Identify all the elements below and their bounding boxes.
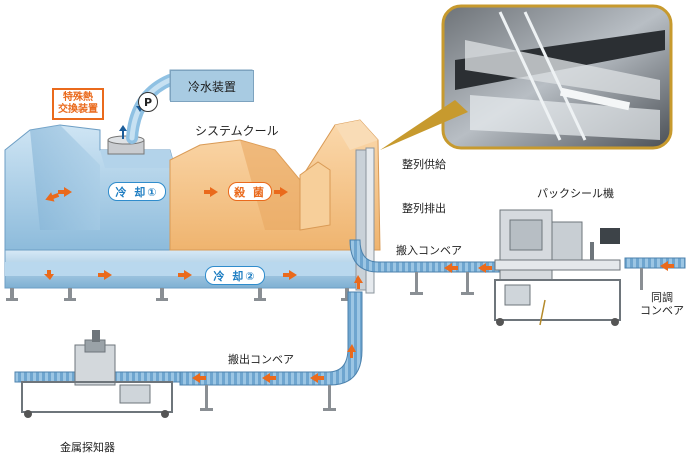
pump-icon: P — [138, 92, 158, 112]
photo-pointer — [380, 100, 468, 150]
metal-detector-label: 金属探知器 — [60, 441, 115, 454]
special-heat-exchanger-label: 特殊熱 交換装置 — [52, 88, 104, 120]
photo-inset — [441, 4, 673, 150]
chiller-label: 冷水装置 — [170, 70, 254, 102]
pack-seal-machine-drawing — [494, 209, 686, 326]
outfeed-conveyor-label: 搬出コンベア — [228, 353, 294, 366]
pack-seal-label: パックシール機 — [537, 187, 614, 200]
align-discharge-label: 整列排出 — [402, 202, 446, 215]
system-cool-label: システムクール — [195, 124, 279, 138]
cooling-1-tag: 冷 却① — [108, 182, 166, 201]
metal-detector-drawing — [14, 330, 181, 418]
sterilize-tag: 殺 菌 — [228, 182, 272, 201]
sync-conveyor-label: 同調 コンベア — [640, 291, 684, 317]
system-cool-tunnel — [4, 69, 381, 301]
infeed-conveyor-label: 搬入コンベア — [396, 244, 462, 257]
outfeed-conveyor-drawing — [179, 291, 363, 411]
align-supply-label: 整列供給 — [402, 158, 446, 171]
cooling-2-tag: 冷 却② — [205, 266, 265, 285]
